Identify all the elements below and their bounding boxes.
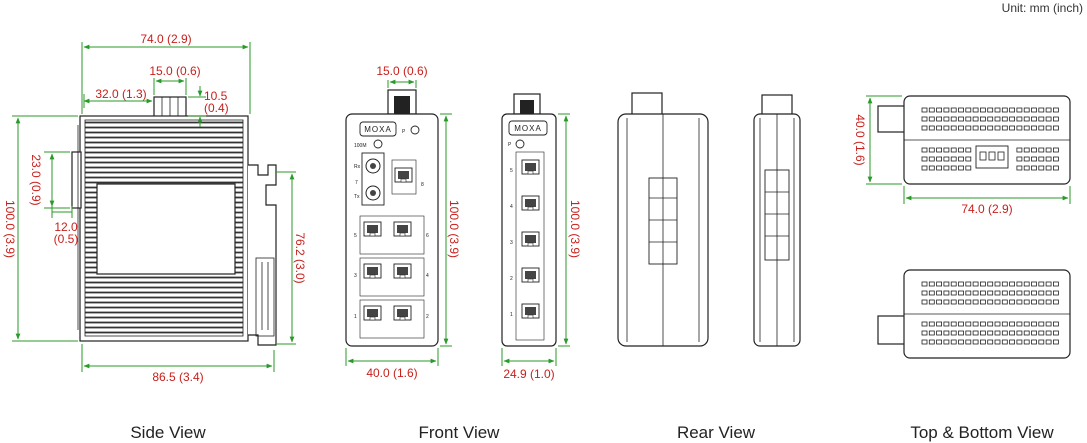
- top-height-dim: 40.0 (1.6): [853, 114, 867, 165]
- front2-width-dim: 24.9 (1.0): [503, 367, 554, 381]
- fiber-rx-label: Rx: [354, 164, 361, 170]
- side-block-height-dim: 23.0 (0.9): [29, 154, 43, 205]
- front-height-dim: 100.0 (3.9): [447, 200, 461, 258]
- caption-front-view: Front View: [419, 423, 501, 442]
- port-8-label: 8: [421, 182, 424, 188]
- fiber-port-label: 7: [355, 180, 358, 186]
- side-din-height-dim: 76.2 (3.0): [293, 232, 307, 283]
- port-2-label: 2: [426, 314, 429, 320]
- front2-port-4: [521, 195, 540, 211]
- front2-logo-plate: [508, 120, 548, 136]
- bottom-view: [877, 269, 1071, 359]
- unit-label: Unit: mm (inch): [1002, 1, 1083, 15]
- front-speed-led: [373, 139, 383, 149]
- front-power-led: [410, 125, 420, 135]
- port-2: [393, 305, 412, 321]
- port-5-label: 5: [354, 233, 357, 239]
- side-total-width-dim: 86.5 (3.4): [152, 370, 203, 384]
- front-logo-plate: [359, 121, 397, 137]
- port-5: [363, 221, 382, 237]
- side-block-offset-dim-a: 12.0: [54, 220, 78, 234]
- side-connector-depth-dim-b: (0.4): [204, 101, 229, 115]
- front-view-narrow: MOXA P 5 4 3 2 1 100.0 (3.9) 24.9 (1.0): [501, 93, 582, 381]
- rear-view-wide: [617, 92, 709, 347]
- side-height-dim: 100.0 (3.9): [3, 200, 17, 258]
- side-connector-offset-dim: 32.0 (1.3): [95, 87, 146, 101]
- rear-view-narrow: [753, 94, 801, 347]
- top-view: 40.0 (1.6) 74.0 (2.9): [853, 95, 1071, 216]
- front-brand: MOXA: [364, 125, 392, 134]
- front-power-label: P: [402, 129, 406, 135]
- front2-brand: MOXA: [514, 124, 542, 133]
- front-connector-width-dim: 15.0 (0.6): [376, 64, 427, 78]
- side-connector-width-dim: 15.0 (0.6): [149, 64, 200, 78]
- front-view-main: MOXA P 100M Rx 7 Tx 8 5 6 3 4 1 2: [345, 64, 461, 380]
- caption-rear-view: Rear View: [677, 423, 756, 442]
- front2-port-3-label: 3: [510, 240, 513, 246]
- side-view: 74.0 (2.9) 15.0 (0.6) 32.0 (1.3) 10.5 (0…: [3, 32, 307, 384]
- caption-side-view: Side View: [130, 423, 206, 442]
- top-width-dim: 74.0 (2.9): [961, 202, 1012, 216]
- port-4: [393, 263, 412, 279]
- fiber-tx-label: Tx: [354, 194, 360, 200]
- side-width-dim: 74.0 (2.9): [140, 32, 191, 46]
- side-connector-depth-dim-a: 10.5: [204, 89, 228, 103]
- port-3-label: 3: [354, 273, 357, 279]
- port-6: [393, 221, 412, 237]
- front2-height-dim: 100.0 (3.9): [568, 200, 582, 258]
- front2-port-5-label: 5: [510, 168, 513, 174]
- front2-body: [501, 113, 557, 347]
- caption-top-bottom-view: Top & Bottom View: [910, 423, 1054, 442]
- front2-port-5: [521, 159, 540, 175]
- front2-port-1: [521, 303, 540, 319]
- port-8: [394, 167, 413, 183]
- port-3: [363, 263, 382, 279]
- front2-port-3: [521, 231, 540, 247]
- front2-port-2-label: 2: [510, 276, 513, 282]
- front2-port-1-label: 1: [510, 312, 513, 318]
- front2-port-4-label: 4: [510, 204, 513, 210]
- port-1-label: 1: [354, 314, 357, 320]
- side-block-offset-dim-b: (0.5): [54, 232, 79, 246]
- front2-power-label: P: [508, 142, 512, 148]
- din-rail-clip: [248, 164, 277, 346]
- front2-port-2: [521, 267, 540, 283]
- side-label-plate: [96, 183, 236, 275]
- front-speed-label: 100M: [354, 143, 367, 149]
- side-left-block: [71, 151, 82, 209]
- port-1: [363, 305, 382, 321]
- port-4-label: 4: [426, 273, 429, 279]
- front2-power-led: [515, 139, 525, 149]
- front-width-dim: 40.0 (1.6): [366, 366, 417, 380]
- port-6-label: 6: [426, 233, 429, 239]
